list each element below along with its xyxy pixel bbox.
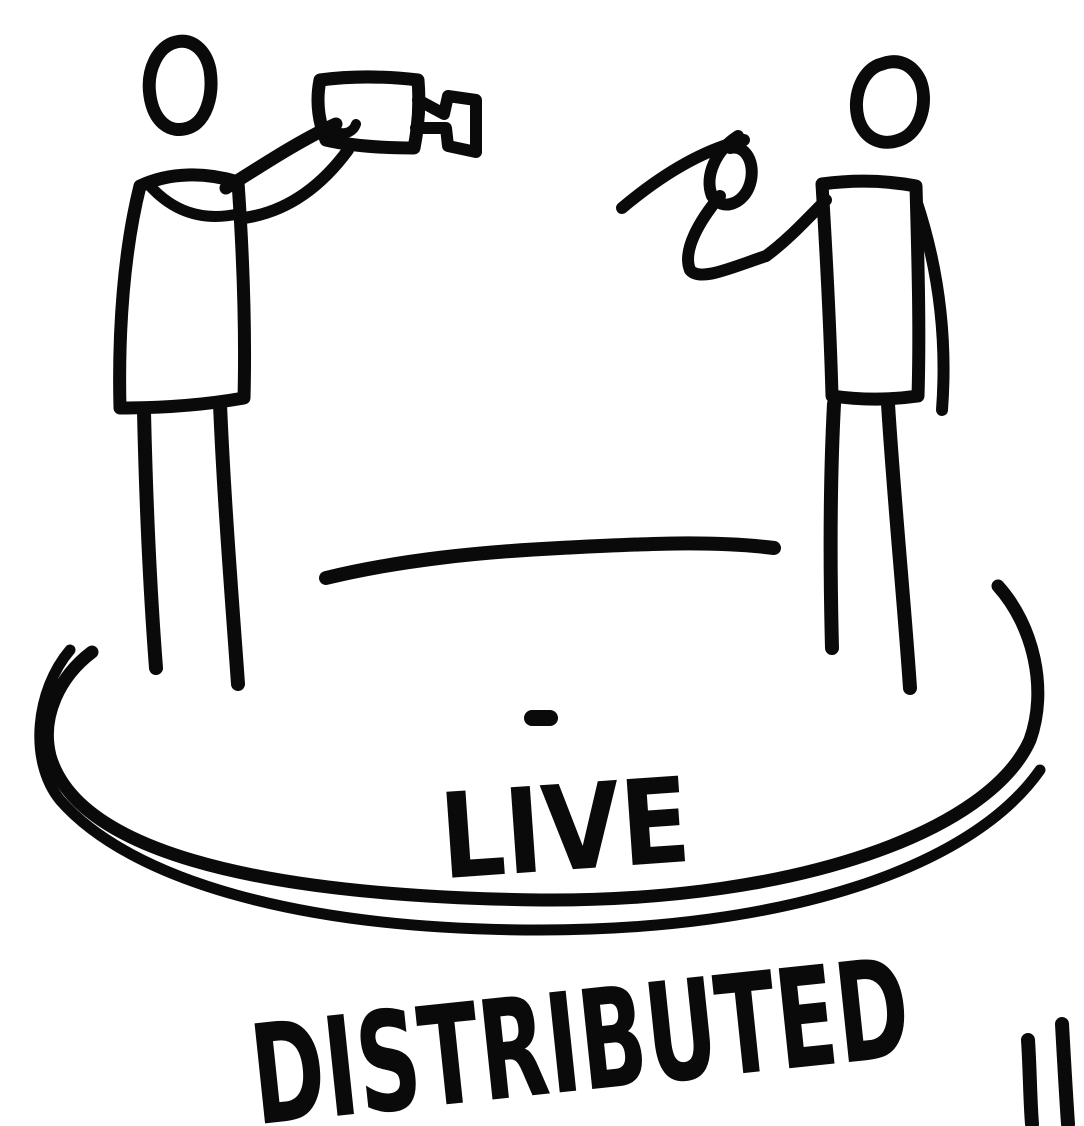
camera-operator-shoulder-curve [144,180,244,222]
microphone-icon [616,130,772,281]
camera-operator-right-leg [213,397,245,691]
reporter-figure [760,55,950,695]
camera-operator-figure [113,34,354,691]
reporter-head [850,55,930,149]
cut-off-letter-mark [1021,1017,1075,1126]
distributed-label: DISTRIBUTED [244,928,917,1126]
camera-operator-head [142,34,218,136]
reporter-arm [910,194,950,416]
reporter-right-leg [881,397,917,695]
reporter-torso [815,174,926,406]
video-camera-icon [311,70,482,158]
stage-platform [34,579,1046,936]
ground-line [319,536,781,585]
reporter-arm-raised [760,194,832,262]
reporter-left-leg [823,397,841,655]
camera-operator-torso [113,168,252,415]
camera-operator-left-leg [137,405,163,675]
sketch-ink [34,34,1046,936]
camera-operator-arm-lower [238,144,354,224]
live-label: LIVE [435,751,694,906]
